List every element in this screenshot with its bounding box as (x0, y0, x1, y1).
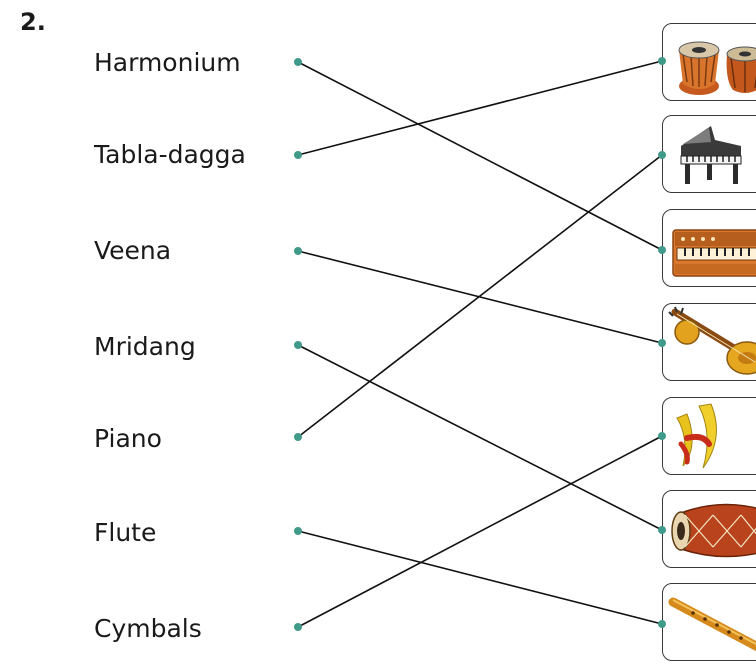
card-harmonium (662, 209, 756, 287)
card-cymbals (662, 397, 756, 475)
card-mridang (662, 490, 756, 568)
label-tabla-dagga: Tabla-dagga (94, 140, 246, 169)
right-dot-piano[interactable] (658, 151, 666, 159)
left-dot-tabla-dagga[interactable] (294, 151, 302, 159)
label-mridang: Mridang (94, 332, 196, 361)
match-line-cymbals (297, 435, 663, 628)
right-dot-veena[interactable] (658, 339, 666, 347)
right-dot-flute[interactable] (658, 620, 666, 628)
flute-icon (668, 597, 756, 652)
tabla-dagga-icon (678, 41, 756, 95)
right-dot-tabla-dagga[interactable] (658, 57, 666, 65)
harmonium-icon (672, 229, 756, 277)
right-dot-mridang[interactable] (658, 526, 666, 534)
veena-icon (668, 306, 756, 375)
card-tabla-dagga (662, 23, 756, 101)
left-dot-harmonium[interactable] (294, 58, 302, 66)
match-line-flute (297, 530, 663, 625)
piano-icon (680, 126, 742, 184)
card-veena (662, 303, 756, 381)
match-line-harmonium (297, 61, 663, 251)
left-dot-veena[interactable] (294, 247, 302, 255)
left-dot-piano[interactable] (294, 433, 302, 441)
label-veena: Veena (94, 236, 172, 265)
right-dot-harmonium[interactable] (658, 246, 666, 254)
right-dot-cymbals[interactable] (658, 432, 666, 440)
card-piano (662, 115, 756, 193)
match-line-mridang (297, 344, 663, 531)
label-flute: Flute (94, 518, 157, 547)
match-line-tabla-dagga (297, 60, 663, 156)
left-dot-flute[interactable] (294, 527, 302, 535)
left-dot-mridang[interactable] (294, 341, 302, 349)
label-harmonium: Harmonium (94, 48, 241, 77)
label-piano: Piano (94, 424, 162, 453)
cymbals-icon (676, 403, 717, 469)
card-flute (662, 583, 756, 661)
mridang-icon (671, 503, 756, 558)
left-dot-cymbals[interactable] (294, 623, 302, 631)
question-number: 2. (20, 8, 46, 36)
label-cymbals: Cymbals (94, 614, 202, 643)
match-line-piano (297, 154, 663, 438)
